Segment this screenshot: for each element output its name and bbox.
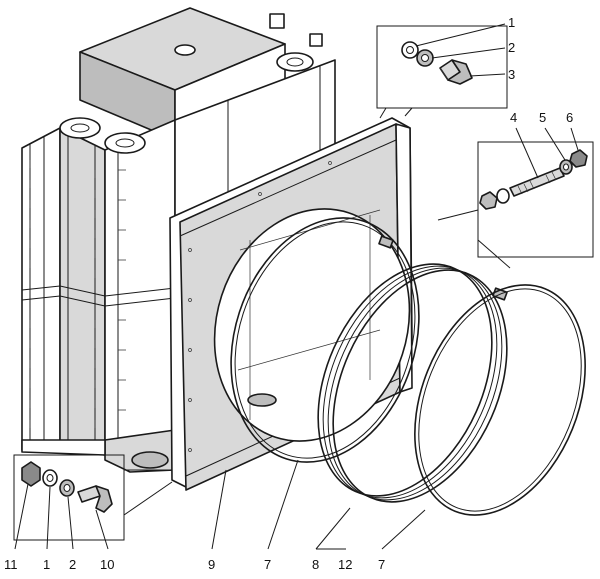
- core-mid-face: [104, 119, 176, 461]
- flange-mid: [104, 132, 146, 154]
- callout-1-top: 1: [508, 15, 515, 30]
- callout-11: 11: [4, 557, 18, 572]
- callout-2-top: 2: [508, 40, 515, 55]
- washer-1-top: [401, 41, 419, 59]
- callout-7-right: 7: [378, 557, 385, 572]
- visible-outlet: [247, 393, 277, 407]
- washer-left: [496, 188, 510, 204]
- callout-5: 5: [539, 110, 546, 125]
- callout-4: 4: [510, 110, 517, 125]
- callout-9: 9: [208, 557, 215, 572]
- callout-7-left: 7: [264, 557, 271, 572]
- leader-lines: [14, 23, 579, 550]
- flange-right: [276, 52, 314, 72]
- stud-4: [509, 167, 565, 197]
- bolt-3-head: [447, 59, 473, 85]
- shroud-opening: [213, 208, 411, 442]
- bottom-rail: [21, 439, 106, 456]
- callout-6: 6: [566, 110, 573, 125]
- nut-left: [479, 191, 498, 210]
- callout-10: 10: [100, 557, 114, 572]
- callout-labels: 1 2 3 4 5 6 11 1 2 10 9 7 8 12 7: [4, 15, 573, 572]
- ring-7-right: [414, 284, 586, 516]
- callout-2-bottom: 2: [69, 557, 76, 572]
- washer-1-bottom: [42, 469, 58, 487]
- bolt-10-head: [95, 485, 113, 513]
- flange-left: [59, 117, 101, 139]
- filler-cap: [174, 44, 196, 56]
- top-lug-far: [309, 33, 323, 47]
- detail-box-bottom: [13, 454, 173, 541]
- detail-box-top: [376, 25, 508, 119]
- nut-11: [21, 461, 41, 487]
- nut-6: [569, 149, 588, 168]
- detail-box-right: [437, 141, 594, 269]
- band-tab-upper: [378, 235, 394, 249]
- top-lug-right: [269, 13, 285, 29]
- callout-8: 8: [312, 557, 319, 572]
- callout-12: 12: [338, 557, 352, 572]
- clamp-band: [317, 235, 508, 503]
- bottom-outlet: [131, 451, 169, 469]
- callout-1-bottom: 1: [43, 557, 50, 572]
- callout-3: 3: [508, 67, 515, 82]
- ring-7-left: [230, 217, 420, 463]
